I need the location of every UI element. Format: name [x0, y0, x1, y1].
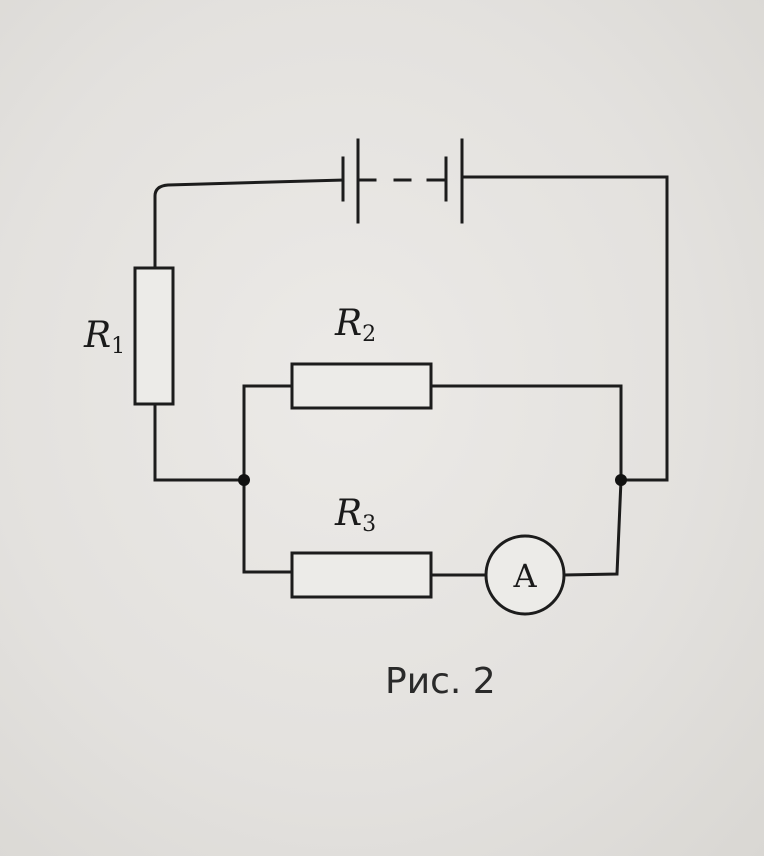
ammeter-letter: A — [512, 557, 537, 595]
resistor-r1 — [133, 266, 175, 406]
junction-node-right — [615, 474, 627, 486]
wire-top-left — [153, 178, 345, 270]
label-r2: R2 — [335, 303, 377, 347]
battery-of-cells-icon — [341, 138, 464, 224]
resistor-r3 — [290, 551, 433, 599]
junction-node-left — [238, 474, 250, 486]
label-r3: R3 — [335, 493, 377, 537]
ammeter-icon: A — [484, 534, 566, 616]
wire-top-right — [460, 175, 669, 482]
label-r1: R1 — [84, 315, 126, 359]
wire-upper-branch-right — [429, 384, 623, 482]
wire-r1-to-node — [153, 402, 246, 482]
wire-ammeter-to-node — [562, 478, 623, 577]
resistor-r2 — [290, 362, 433, 410]
figure-caption: Рис. 2 — [385, 661, 496, 702]
